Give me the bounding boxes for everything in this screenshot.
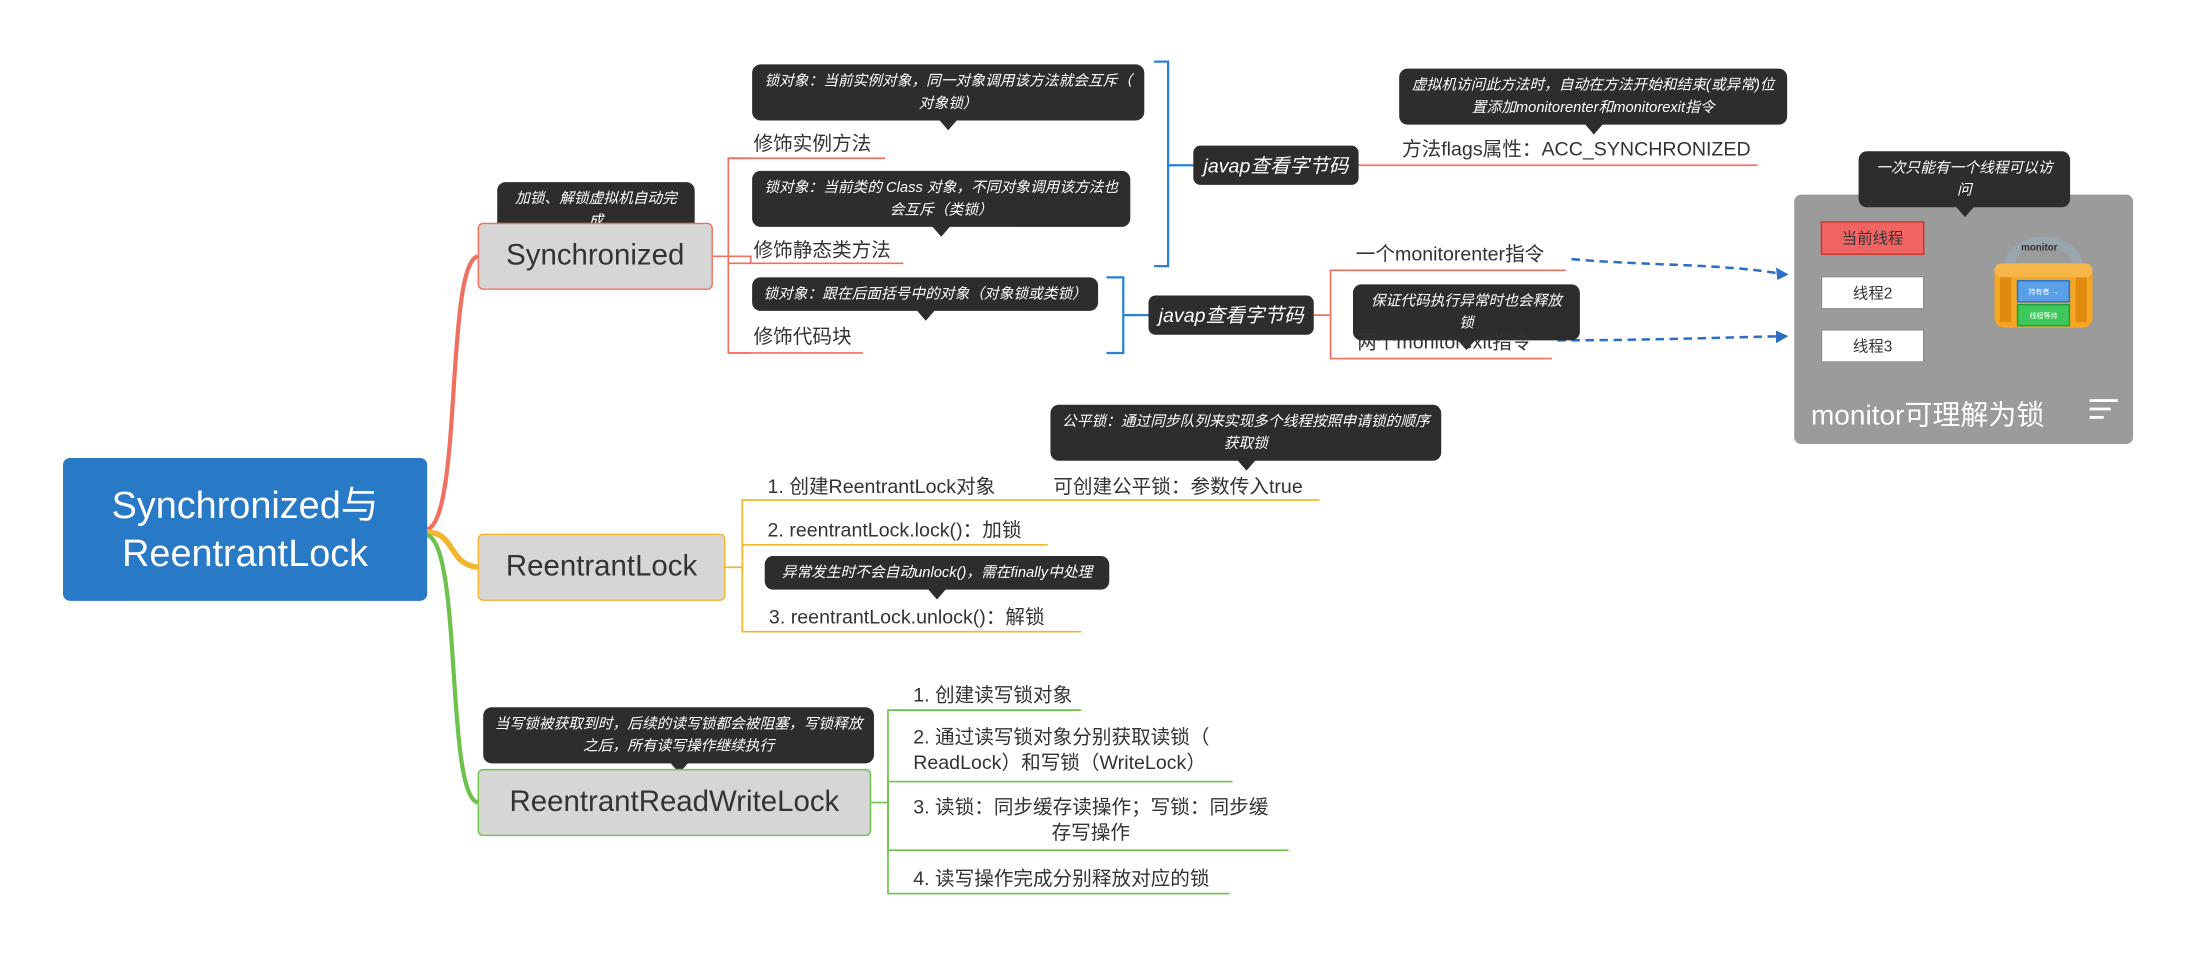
- rrwl-item-4[interactable]: 4. 读写操作完成分别释放对应的锁: [913, 866, 1210, 890]
- synchronized-topic[interactable]: Synchronized: [477, 222, 713, 290]
- rrwl-item-1[interactable]: 1. 创建读写锁对象: [913, 683, 1073, 706]
- rrwl-note: 当写锁被获取到时，后续的读写锁都会被阻塞，写锁释放 之后，所有读写操作继续执行: [483, 707, 874, 774]
- fair-lock-item[interactable]: 可创建公平锁：参数传入true: [1053, 474, 1303, 498]
- monitorexit-item[interactable]: 两个monitorexit指令: [1357, 330, 1532, 353]
- monitor-note: 一次只能有一个线程可以访问: [1858, 151, 2071, 218]
- acc-synchronized-item[interactable]: 方法flags属性：ACC_SYNCHRONIZED: [1402, 137, 1751, 160]
- reentrantlock-topic[interactable]: ReentrantLock: [477, 533, 726, 601]
- root-label-line1: Synchronized与: [111, 484, 379, 527]
- monitorenter-item[interactable]: 一个monitorenter指令: [1355, 242, 1545, 265]
- lock-slot-waiting: 线程等待: [2016, 303, 2071, 327]
- static-method-note: 锁对象：当前类的 Class 对象，不同对象调用该方法也 会互斥（类锁）: [752, 170, 1131, 237]
- rrwl-item-2[interactable]: 2. 通过读写锁对象分别获取读锁（ ReadLock）和写锁（WriteLock…: [913, 725, 1210, 774]
- root-label-line2: ReentrantLock: [122, 532, 369, 575]
- instance-method-note: 锁对象：当前实例对象，同一对象调用该方法就会互斥（ 对象锁）: [752, 64, 1145, 131]
- javap-methods-topic[interactable]: javap查看字节码: [1193, 145, 1359, 185]
- rl-unlock-item[interactable]: 3. reentrantLock.unlock()：解锁: [768, 605, 1045, 628]
- menu-icon[interactable]: [2089, 399, 2118, 421]
- thread-2: 线程2: [1820, 275, 1925, 310]
- lock-monitor-label: monitor: [2021, 243, 2058, 254]
- code-block-note: 锁对象：跟在后面括号中的对象（对象锁或类锁）: [752, 277, 1099, 321]
- monitorexit-note: 保证代码执行异常时也会释放锁: [1352, 284, 1580, 351]
- rl-create-item[interactable]: 1. 创建ReentrantLock对象: [767, 474, 996, 498]
- unlock-note: 异常发生时不会自动unlock()，需在finally中处理: [764, 556, 1110, 600]
- code-block-item[interactable]: 修饰代码块: [753, 324, 852, 348]
- static-method-item[interactable]: 修饰静态类方法: [753, 238, 891, 261]
- instance-method-item[interactable]: 修饰实例方法: [753, 131, 872, 155]
- rrwl-item-3[interactable]: 3. 读锁：同步缓存读操作；写锁：同步缓 存写操作: [913, 795, 1269, 844]
- root-topic[interactable]: Synchronized与 ReentrantLock: [63, 457, 428, 601]
- rl-lock-item[interactable]: 2. reentrantLock.lock()：加锁: [767, 518, 1022, 541]
- javap-methods-note: 虚拟机访问此方法时，自动在方法开始和结束(或异常)位 置添加monitorent…: [1399, 68, 1788, 135]
- thread-current: 当前线程: [1820, 221, 1925, 255]
- rrwl-topic[interactable]: ReentrantReadWriteLock: [477, 768, 872, 837]
- monitor-panel-title: monitor可理解为锁: [1810, 400, 2045, 432]
- fair-lock-note: 公平锁：通过同步队列来实现多个线程按照申请锁的顺序 获取锁: [1050, 404, 1442, 471]
- javap-block-topic[interactable]: javap查看字节码: [1148, 295, 1314, 335]
- thread-3: 线程3: [1820, 329, 1925, 363]
- lock-slot-holder: 持有者 →: [2016, 280, 2071, 303]
